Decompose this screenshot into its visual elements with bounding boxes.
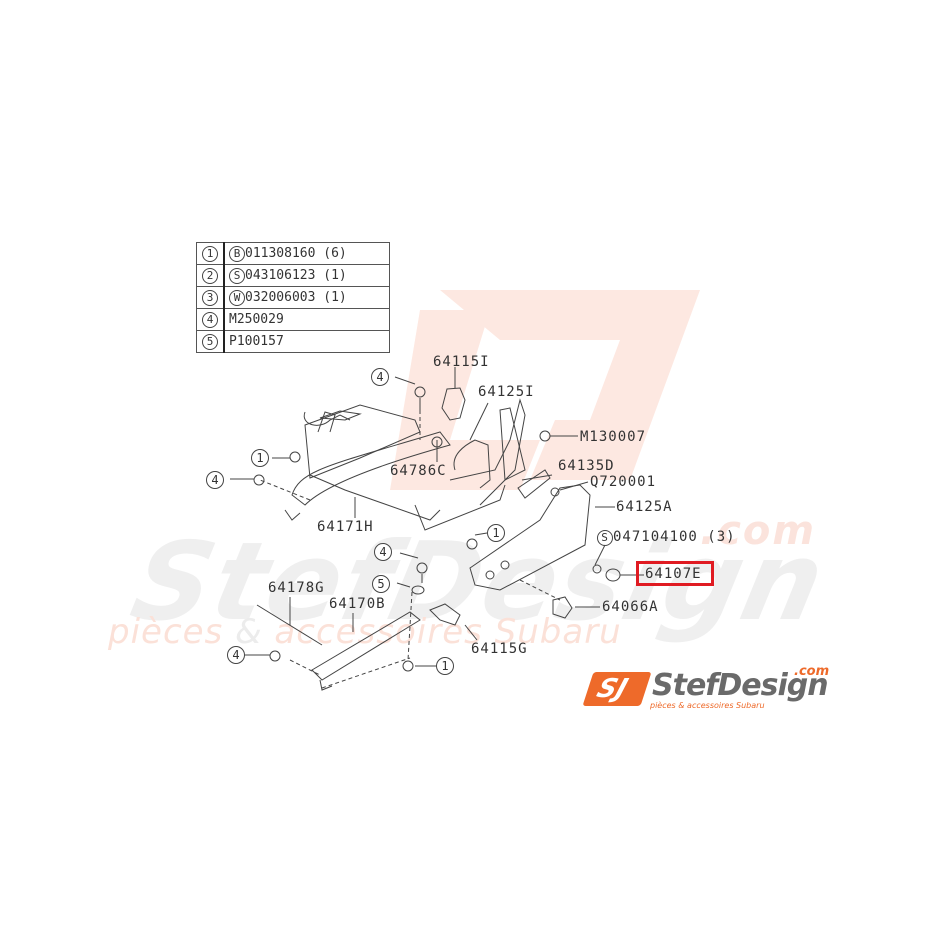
part-number: 032006003 bbox=[245, 289, 316, 305]
part-label-64170B: 64170B bbox=[329, 596, 386, 612]
callout-1: 1 bbox=[436, 657, 454, 675]
callout-number: 4 bbox=[202, 311, 218, 328]
prefix-badge: S bbox=[597, 530, 613, 546]
prefix-badge: S bbox=[229, 267, 245, 284]
callout-number: 2 bbox=[202, 267, 218, 284]
part-number: 043106123 bbox=[245, 267, 316, 283]
prefix-badge: B bbox=[229, 245, 245, 262]
part-label-Q720001: Q720001 bbox=[590, 474, 657, 490]
highlighted-part-box bbox=[636, 561, 714, 586]
part-label-64115I: 64115I bbox=[433, 354, 490, 370]
callout-4: 4 bbox=[371, 368, 389, 386]
callout-4: 4 bbox=[227, 646, 245, 664]
prefix-badge: W bbox=[229, 289, 245, 306]
watermark-com: .com bbox=[700, 508, 817, 554]
quantity: (6) bbox=[323, 245, 347, 261]
watermark-tagline-amp: & bbox=[235, 612, 263, 652]
legend-row: 5 P100157 bbox=[196, 330, 390, 353]
part-number: 011308160 bbox=[245, 245, 316, 261]
part-label-64135D: 64135D bbox=[558, 458, 615, 474]
leader-lines bbox=[230, 367, 644, 667]
part-label-64125A: 64125A bbox=[616, 499, 673, 515]
quantity: (1) bbox=[323, 289, 347, 305]
callout-number: 3 bbox=[202, 289, 218, 306]
part-label-64171H: 64171H bbox=[317, 519, 374, 535]
part-number: P100157 bbox=[229, 334, 284, 349]
callout-number: 1 bbox=[202, 245, 218, 262]
callout-1: 1 bbox=[251, 449, 269, 467]
callout-1: 1 bbox=[487, 524, 505, 542]
part-label-64115G: 64115G bbox=[471, 641, 528, 657]
logo-mark-icon: SJ bbox=[582, 672, 652, 706]
part-number: M250029 bbox=[229, 312, 284, 327]
quantity: (1) bbox=[323, 267, 347, 283]
logo-domain: .com bbox=[794, 664, 830, 679]
logo-name: StefDesign bbox=[652, 668, 829, 703]
logo-tagline: pièces & accessoires Subaru bbox=[650, 701, 765, 710]
part-label-64786C: 64786C bbox=[390, 463, 447, 479]
watermark-tagline-left: pièces bbox=[108, 612, 224, 652]
watermark-tagline: pièces & accessoires Subaru bbox=[108, 612, 622, 652]
part-label-M130007: M130007 bbox=[580, 429, 647, 445]
logo-mark-text: SJ bbox=[593, 674, 632, 704]
watermark-tagline-right: accessoires Subaru bbox=[274, 612, 622, 652]
part-label-64125I: 64125I bbox=[478, 384, 535, 400]
callout-4: 4 bbox=[374, 543, 392, 561]
callout-4: 4 bbox=[206, 471, 224, 489]
stefdesign-logo: SJ StefDesign .com pièces & accessoires … bbox=[582, 664, 848, 710]
part-label-64066A: 64066A bbox=[602, 599, 659, 615]
part-label-64107E: 64107E bbox=[645, 566, 702, 582]
legend-row: 4 M250029 bbox=[196, 308, 390, 331]
part-label-64178G: 64178G bbox=[268, 580, 325, 596]
callout-5: 5 bbox=[372, 575, 390, 593]
callout-number: 5 bbox=[202, 333, 218, 350]
part-number: 047104100 (3) bbox=[613, 529, 736, 545]
